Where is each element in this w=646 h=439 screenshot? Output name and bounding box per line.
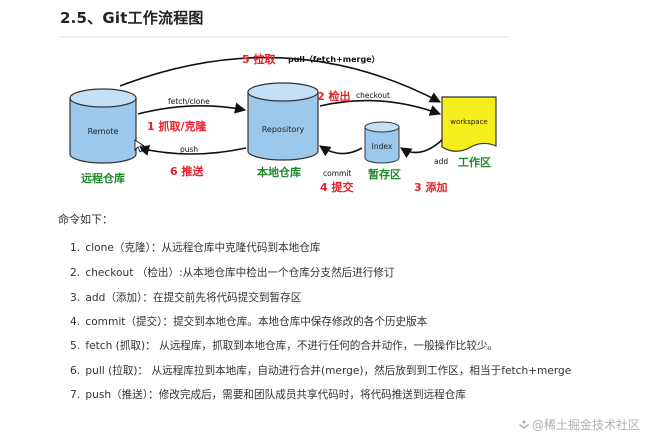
push-number: 6 推送 bbox=[170, 164, 204, 178]
mouse-cursor-icon bbox=[134, 139, 146, 153]
juejin-logo-icon bbox=[518, 420, 529, 429]
list-item: 1. clone（克隆）：从远程仓库中克隆代码到本地仓库 bbox=[70, 242, 321, 254]
commit-arrow bbox=[319, 145, 363, 157]
watermark: @稀土掘金技术社区 bbox=[518, 416, 640, 433]
repository-cylinder: Repository bbox=[247, 82, 319, 161]
workspace-caption: 工作区 bbox=[458, 155, 491, 169]
fetch-clone-arrow bbox=[137, 102, 247, 115]
list-item: 3. add（添加）：在提交前先将代码提交到暂存区 bbox=[70, 292, 302, 304]
commit-number: 4 提交 bbox=[320, 180, 353, 194]
list-item: 7. push（推送）：修改完成后，需要和团队成员共享代码时，将代码推送到远程仓… bbox=[70, 389, 466, 401]
add-arrow bbox=[400, 139, 443, 159]
git-workflow-diagram: Remote 远程仓库 Repository 本地仓库 Index 暂存区 wo… bbox=[58, 36, 510, 194]
commands-intro: 命令如下： bbox=[58, 213, 113, 226]
list-item: 6. pull (拉取)： 从远程库拉到本地库，自动进行合并(merge)，然后… bbox=[70, 365, 572, 377]
remote-cylinder: Remote bbox=[69, 88, 137, 164]
repository-label: Repository bbox=[262, 125, 305, 134]
workspace-document: workspace bbox=[441, 96, 497, 152]
add-number: 3 添加 bbox=[414, 180, 447, 194]
add-label: add bbox=[434, 157, 448, 166]
fetch-clone-label: fetch/clone bbox=[168, 97, 210, 106]
list-item: 2. checkout （检出）:从本地仓库中检出一个仓库分支然后进行修订 bbox=[70, 267, 395, 279]
index-cylinder: Index bbox=[364, 121, 400, 164]
list-item: 5. fetch (抓取)： 从远程库，抓取到本地仓库，不进行任何的合并动作，一… bbox=[70, 340, 499, 352]
pull-number: 5 拉取 bbox=[242, 52, 275, 66]
page-title: 2.5、Git工作流程图 bbox=[60, 9, 204, 27]
pull-arrow bbox=[119, 56, 441, 103]
checkout-arrow bbox=[319, 99, 442, 116]
index-caption: 暂存区 bbox=[368, 167, 401, 181]
commit-label: commit bbox=[323, 169, 351, 178]
pull-label: pull（fetch+merge） bbox=[288, 54, 380, 64]
index-label: Index bbox=[372, 142, 393, 151]
checkout-number: 2 检出 bbox=[317, 89, 350, 103]
checkout-label: checkout bbox=[356, 91, 390, 100]
workspace-label: workspace bbox=[450, 118, 487, 126]
push-arrow bbox=[137, 144, 247, 156]
push-label: push bbox=[180, 145, 198, 154]
fetch-clone-number: 1 抓取/克隆 bbox=[147, 119, 208, 133]
remote-label: Remote bbox=[88, 127, 119, 136]
list-item: 4. commit（提交）：提交到本地仓库。本地仓库中保存修改的各个历史版本 bbox=[70, 316, 428, 328]
remote-caption: 远程仓库 bbox=[81, 171, 125, 185]
repository-caption: 本地仓库 bbox=[257, 165, 301, 179]
